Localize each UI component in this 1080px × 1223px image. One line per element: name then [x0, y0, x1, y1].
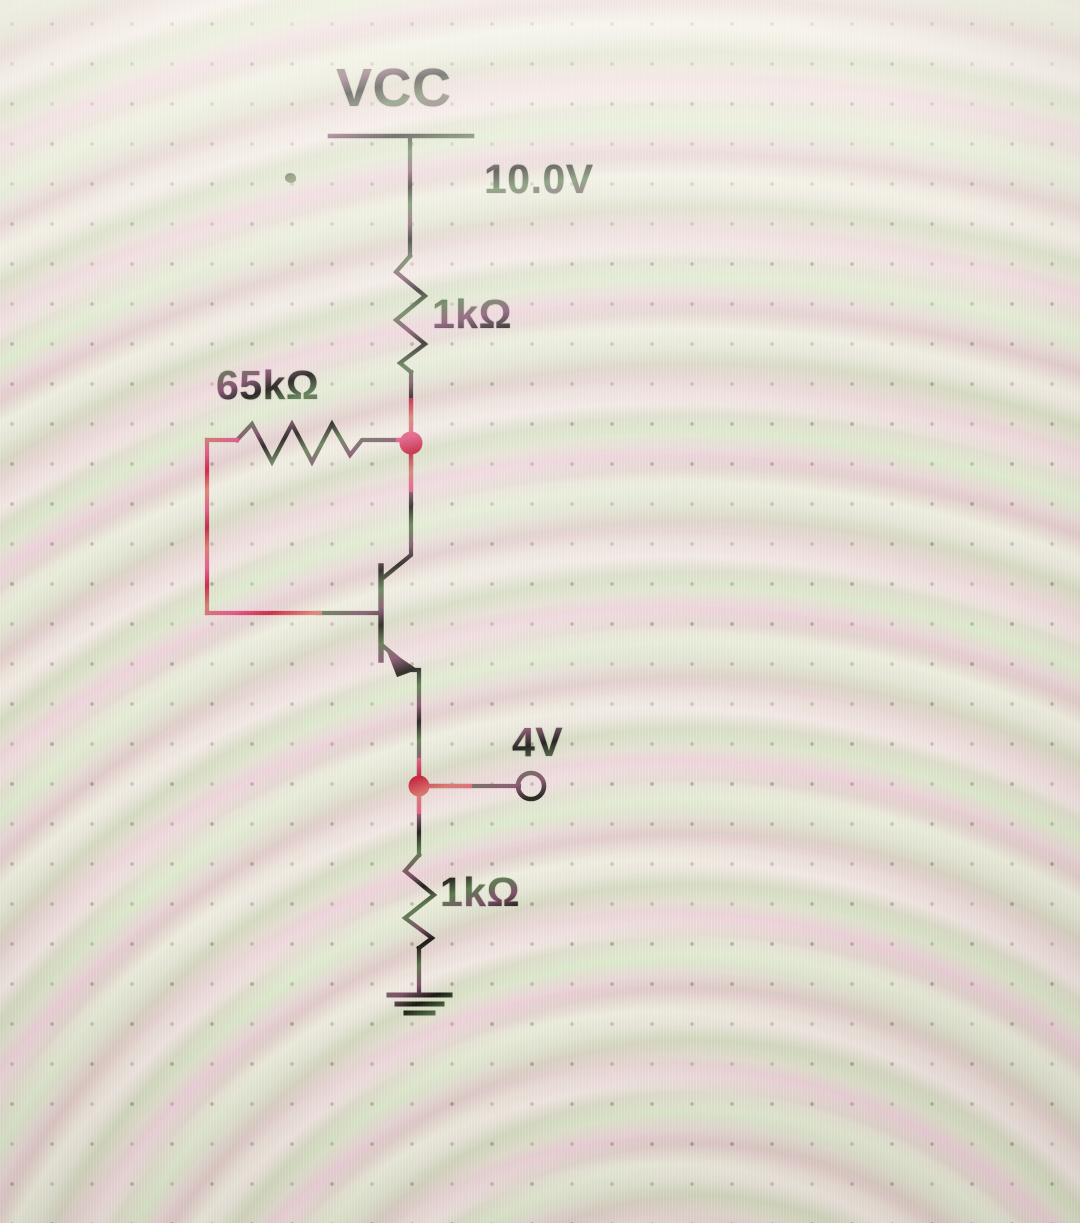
top-glow-overlay: [0, 0, 1080, 1223]
vignette-overlay: [0, 0, 1080, 1223]
circuit-diagram-canvas: VCC 10.0V 1kΩ 65kΩ 4V 1kΩ: [0, 0, 1080, 1223]
